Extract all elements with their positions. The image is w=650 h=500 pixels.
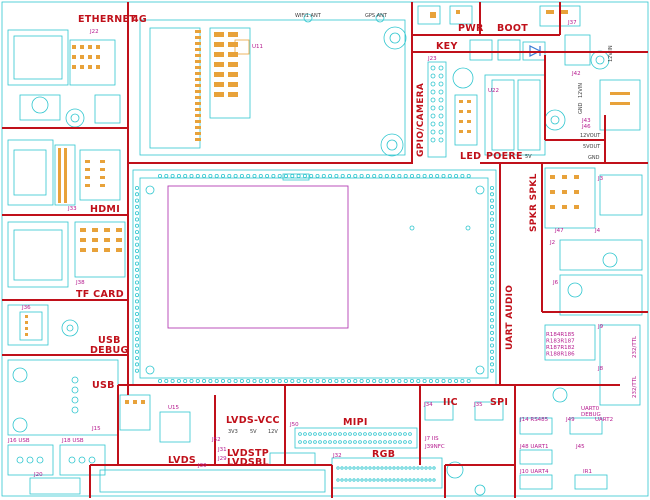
ref-u15: U15 bbox=[168, 405, 180, 411]
ref-j46: J46 bbox=[581, 124, 591, 130]
label-gnd-2: GND bbox=[588, 155, 600, 161]
ref-j7-iis: J7 IIS bbox=[424, 436, 439, 442]
ref-j36: J36 bbox=[21, 305, 31, 311]
ref-j38: J38 bbox=[75, 280, 85, 286]
label-gps-ant: GPS ANT bbox=[365, 13, 388, 19]
ref-j8: J8 bbox=[597, 366, 604, 372]
section-label-lvdstp: LVDSTP bbox=[227, 448, 269, 459]
section-label-usb-debug-1: USB bbox=[98, 335, 121, 346]
ref-j42: J42 bbox=[571, 71, 581, 77]
ref-u11: U11 bbox=[252, 44, 263, 50]
audio-block bbox=[544, 167, 643, 406]
label-3v3: 3V3 bbox=[228, 429, 238, 435]
section-label-lvds: LVDS bbox=[168, 455, 196, 466]
ref-j14-rs485: J14 RS485 bbox=[519, 417, 549, 423]
label-gnd-1: GND bbox=[578, 102, 584, 114]
section-label-tf-card: TF CARD bbox=[76, 289, 124, 300]
ref-j50: J50 bbox=[289, 422, 299, 428]
ref-j6: J6 bbox=[552, 280, 559, 286]
label-uart0-debug-1: UART0 bbox=[581, 406, 600, 412]
ref-j34: J34 bbox=[423, 402, 433, 408]
ref-j43: J43 bbox=[581, 118, 591, 124]
ref-j9: J9 bbox=[597, 324, 604, 330]
label-5vout: 5VOUT bbox=[583, 144, 601, 150]
label-12v-in: 12V IN bbox=[608, 45, 614, 62]
ref-j20: J20 bbox=[33, 472, 43, 478]
section-label-poere: POERE bbox=[486, 151, 523, 162]
section-label-iic: IIC bbox=[443, 397, 458, 408]
section-label-spkr-spkl: SPKR SPKL bbox=[529, 173, 539, 232]
ref-ir1: IR1 bbox=[583, 469, 592, 475]
label-wifi-ant: WIFI1 ANT bbox=[295, 13, 322, 19]
ref-j15: J15 bbox=[91, 426, 101, 432]
ref-j29: J29 bbox=[217, 456, 227, 462]
ref-j45: J45 bbox=[575, 444, 585, 450]
section-label-lvds-vcc: LVDS-VCC bbox=[226, 415, 280, 426]
ref-j16-usb: J16 USB bbox=[7, 438, 30, 444]
power-block bbox=[417, 5, 641, 156]
ref-j23: J23 bbox=[427, 56, 437, 62]
ref-j22: J22 bbox=[89, 29, 99, 35]
label-uart0-debug-2: DEBUG bbox=[581, 412, 601, 418]
section-label-usb: USB bbox=[92, 380, 115, 391]
ref-j32: J32 bbox=[332, 453, 342, 459]
core-module-courtyard bbox=[167, 185, 349, 329]
ethernet-block bbox=[7, 29, 121, 128]
ref-j33: J33 bbox=[67, 206, 77, 212]
label-5v: 5V bbox=[250, 429, 257, 435]
section-label-mipi: MIPI bbox=[343, 417, 368, 428]
section-label-gpio-camera: GPIO/CAMERA bbox=[416, 83, 426, 157]
section-label-ethernet: ETHERNET bbox=[78, 14, 136, 25]
section-label-spi: SPI bbox=[490, 397, 508, 408]
core-module bbox=[132, 169, 497, 386]
section-label-pwr: PWR bbox=[458, 23, 484, 34]
ref-u22: U22 bbox=[488, 88, 499, 94]
ref-j52: J52 bbox=[211, 437, 221, 443]
ref-j2: J2 bbox=[549, 240, 555, 246]
section-label-lvdsbl: LVDSBL bbox=[227, 457, 269, 468]
ref-j49: J49 bbox=[565, 417, 575, 423]
ref-j47: J47 bbox=[554, 228, 564, 234]
ref-j10-uart4: J10 UART4 bbox=[519, 469, 549, 475]
label-232ttl-1: 232/TTL bbox=[632, 335, 638, 358]
section-label-usb-debug-2: DEBUG bbox=[90, 345, 129, 356]
label-232ttl-2: 232/TTL bbox=[632, 375, 638, 398]
ref-j3: J3 bbox=[597, 176, 604, 182]
ref-j18-usb: J18 USB bbox=[61, 438, 84, 444]
ref-j31: J31 bbox=[217, 447, 227, 453]
ref-j4: J4 bbox=[594, 228, 601, 234]
tf-card-block bbox=[7, 221, 126, 288]
4g-module bbox=[139, 13, 407, 157]
section-label-hdmi: HDMI bbox=[90, 204, 120, 215]
section-label-key: KEY bbox=[436, 41, 458, 52]
ref-j37: J37 bbox=[567, 20, 577, 26]
ref-j48-uart1: J48 UART1 bbox=[519, 444, 548, 450]
section-label-boot: BOOT bbox=[497, 23, 528, 34]
label-12v: 12V bbox=[268, 429, 278, 435]
label-12vout: 12VOUT bbox=[580, 133, 601, 139]
bottom-connectors bbox=[99, 394, 608, 496]
label-5v-poe: 5V bbox=[525, 154, 532, 160]
gpio-camera-block bbox=[427, 61, 478, 158]
section-label-4g: 4G bbox=[132, 14, 147, 25]
section-label-rgb: RGB bbox=[372, 449, 395, 460]
section-label-uart-audio: UART AUDIO bbox=[505, 285, 515, 350]
label-uart2: UART2 bbox=[595, 417, 613, 423]
section-label-led: LED bbox=[460, 151, 481, 162]
ref-j30: J30 bbox=[197, 463, 207, 469]
ref-j39nfc: J39NFC bbox=[424, 444, 445, 450]
label-12vin: 12VIN bbox=[578, 83, 584, 98]
ref-j35: J35 bbox=[473, 402, 483, 408]
hdmi-block bbox=[7, 139, 121, 206]
